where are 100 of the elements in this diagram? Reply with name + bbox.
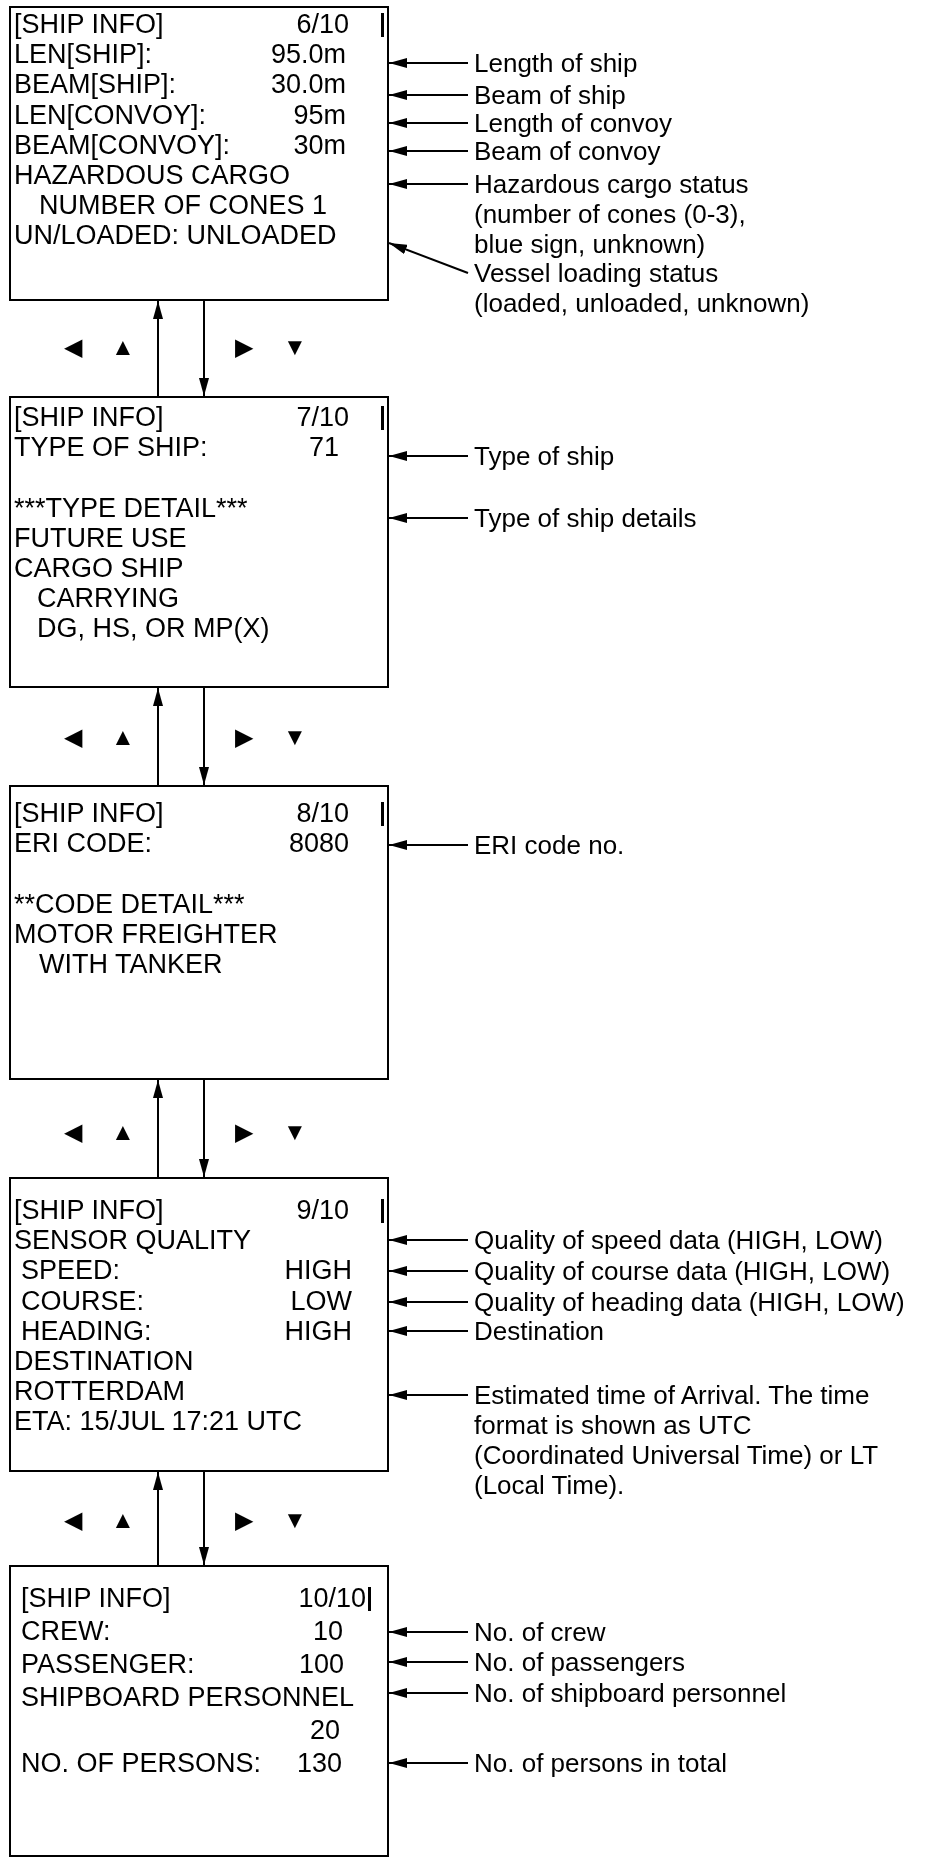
leader-arrow [388,1758,469,1768]
annotation-text: Length of convoy [474,108,673,138]
navigation-arrow [153,1079,163,1178]
annotation-text: Type of ship details [474,503,697,533]
leader-arrow [388,146,469,156]
display-text: 95m [293,99,346,130]
annotation-text: ERI code no. [474,830,625,860]
display-text: DESTINATION [14,1346,194,1376]
navigation-symbol: ▼ [282,1506,308,1534]
annotation-text: No. of crew [474,1617,606,1647]
display-text: DG, HS, OR MP(X) [37,613,270,644]
display-text: 71 [308,432,339,463]
display-text: ROTTERDAM [14,1376,185,1407]
navigation-symbol: ◀ [63,1506,84,1534]
display-text: 8/10 [296,798,349,828]
navigation-symbol: ▶ [234,333,254,361]
navigation-symbol: ▲ [110,1506,136,1534]
display-text: PASSENGER: [21,1649,195,1679]
display-text: MOTOR FREIGHTER [14,918,278,949]
display-text: UN/LOADED: UNLOADED [14,220,337,251]
annotation-text: No. of passengers [474,1647,685,1677]
display-text: 100 [298,1649,344,1679]
leader-arrow [388,840,469,850]
display-screen [9,6,389,301]
display-text: NO. OF PERSONS: [21,1748,262,1778]
display-text: 20 [309,1715,340,1745]
annotation-text: Destination [474,1316,605,1346]
navigation-symbol: ◀ [63,333,84,361]
display-text: COURSE: [21,1285,145,1316]
display-text: **CODE DETAIL*** [14,888,245,919]
leader-arrow [388,1688,469,1698]
annotation-text: Type of ship [474,441,615,471]
display-text: HEADING: [21,1315,152,1346]
leader-arrow [388,58,469,68]
display-text: BEAM[CONVOY]: [14,129,231,160]
navigation-symbol: ▶ [234,1506,254,1534]
display-text: LOW [290,1285,352,1316]
annotation-text: Beam of convoy [474,136,661,166]
annotation-text: No. of persons in total [474,1748,727,1778]
display-text: SPEED: [21,1255,121,1286]
display-text: CREW: [21,1616,111,1646]
display-text: BEAM[SHIP]: [14,69,177,100]
navigation-arrow [153,687,163,786]
annotation-text: Estimated time of Arrival. The time format is shown as UTC (Coordinated Universal Time) or LT (Local Time). [474,1380,884,1500]
annotation-text: Quality of heading data (HIGH, LOW) [474,1287,905,1317]
display-text: 10 [312,1616,343,1646]
display-text: 30m [293,129,346,160]
display-text: LEN[CONVOY]: [14,99,207,130]
navigation-arrow [199,1079,209,1178]
display-text: ETA: 15/JUL 17:21 UTC [14,1406,303,1437]
leader-arrow [388,242,469,274]
display-text: 30.0m [270,69,346,100]
navigation-symbol: ▲ [110,723,136,751]
navigation-symbol: ▼ [282,333,308,361]
display-text: [SHIP INFO] [14,9,164,39]
navigation-symbol: ▶ [234,1118,254,1146]
display-text: [SHIP INFO] [14,402,164,432]
navigation-arrow [153,300,163,397]
annotation-text: No. of shipboard personnel [474,1678,787,1708]
leader-arrow [388,1266,469,1276]
display-screen [9,396,389,688]
display-screen [9,1565,389,1857]
display-text: SENSOR QUALITY [14,1225,252,1256]
display-text: [SHIP INFO] [14,798,164,828]
navigation-symbol: ◀ [63,723,84,751]
navigation-arrow [199,1471,209,1566]
leader-arrow [388,179,469,189]
annotation-text: Hazardous cargo status (number of cones (0-3), blue sign, unknown) [474,169,764,259]
navigation-symbol: ▼ [282,723,308,751]
leader-arrow [388,1326,469,1336]
leader-arrow [388,1627,469,1637]
navigation-arrow [199,687,209,786]
leader-arrow [388,451,469,461]
display-text: 130 [296,1748,342,1778]
display-text: NUMBER OF CONES 1 [39,190,328,221]
leader-arrow [388,1657,469,1667]
display-text: CARRYING [37,583,180,614]
leader-arrow [388,1297,469,1307]
navigation-symbol: ▼ [282,1118,308,1146]
annotation-text: Beam of ship [474,80,626,110]
display-text: FUTURE USE [14,522,187,553]
display-text: 8080 [288,828,349,859]
annotation-text: Vessel loading status (loaded, unloaded, unknown) [474,258,819,318]
annotation-text: Quality of course data (HIGH, LOW) [474,1256,891,1286]
leader-arrow [388,118,469,128]
display-text: SHIPBOARD PERSONNEL [21,1682,355,1712]
display-text: CARGO SHIP [14,553,184,583]
navigation-arrow [153,1471,163,1566]
display-text: 95.0m [270,39,346,70]
display-text: HIGH [284,1255,352,1286]
display-text: LEN[SHIP]: [14,39,153,70]
navigation-symbol: ▶ [234,723,254,751]
navigation-symbol: ▲ [110,1118,136,1146]
display-text: 7/10 [296,402,349,432]
navigation-symbol: ▲ [110,333,136,361]
leader-arrow [388,513,469,523]
display-text: ERI CODE: [14,828,153,859]
display-text: [SHIP INFO] [21,1583,171,1613]
leader-arrow [388,1390,469,1400]
display-text: ***TYPE DETAIL*** [14,492,248,523]
